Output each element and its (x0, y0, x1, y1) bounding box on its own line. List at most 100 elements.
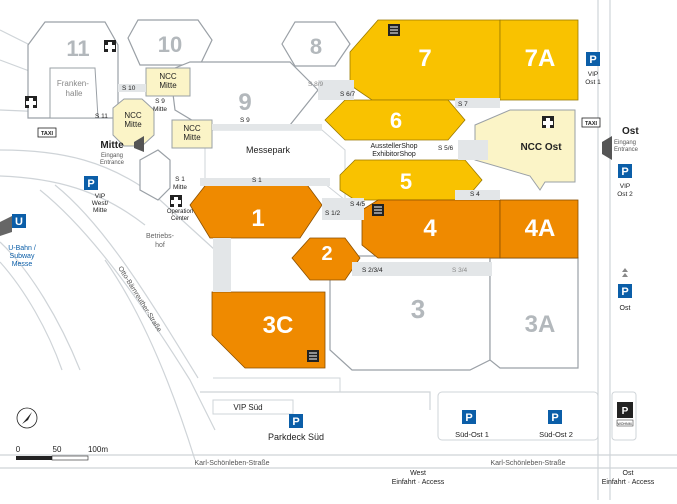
frankenhalle-block (49, 67, 99, 119)
hall-3c (211, 291, 326, 369)
passage-s3-4: S 3/4 (452, 267, 468, 274)
restaurant-icon (388, 24, 400, 36)
hall-3c-label: 3C (263, 312, 294, 339)
scale-bar: 0 50 100m (16, 445, 108, 461)
parking-ost-label: Ost (620, 305, 631, 312)
hall-1-label: 1 (251, 205, 264, 232)
scale-label-50: 50 (53, 445, 62, 454)
parking-icon: P (586, 52, 600, 66)
compass-icon (16, 407, 38, 429)
parkdeck-sued-label: Parkdeck Süd (268, 432, 324, 442)
taxi-icon: TAXI (37, 127, 57, 138)
hall-10-label: 10 (158, 32, 182, 57)
taxi-icon: TAXI (581, 117, 601, 128)
svg-text:U: U (15, 216, 23, 228)
parking-icon: P (548, 410, 562, 424)
hall-2-label: 2 (321, 243, 332, 265)
passage-s4: S 4 (470, 191, 480, 198)
entrance-mitte-arrow (134, 136, 144, 152)
passage-s6-7: S 6/7 (340, 91, 356, 98)
hall-6-label: 6 (390, 108, 402, 133)
entrance-ost-arrow (602, 136, 612, 160)
passage-s2-3-4: S 2/3/4 (362, 267, 383, 274)
ncc-mitte-top (145, 67, 191, 97)
parking-sued-ost2-label: Süd-Ost 2 (539, 430, 573, 439)
svg-text:P: P (621, 286, 628, 298)
passage-s1: S 1 (252, 177, 262, 184)
hall-3a-label: 3A (525, 311, 556, 338)
hall-8 (281, 21, 351, 67)
parking-icon: P (84, 176, 98, 190)
hall-3-label: 3 (411, 294, 425, 324)
otto-street-label: Otto-Bärnreuther-Straße (116, 265, 162, 333)
svg-text:P: P (87, 178, 94, 190)
svg-text:P: P (465, 412, 472, 424)
scale-label-0: 0 (16, 445, 21, 454)
passage-s1-2: S 1/2 (325, 210, 341, 217)
wohnmobil-icon: P WOHNM. (616, 402, 634, 427)
svg-text:P: P (621, 166, 628, 178)
betriebshof-label: Betriebs-hof (146, 233, 175, 249)
first-aid-icon (25, 96, 37, 108)
passage-s5-6: S 5/6 (438, 145, 454, 152)
svg-text:WOHNM.: WOHNM. (618, 422, 633, 426)
parking-icon: P (618, 164, 632, 178)
parking-sued-ost1-label: Süd-Ost 1 (455, 430, 489, 439)
restaurant-icon (372, 204, 384, 216)
hall-10 (127, 19, 213, 66)
hall-9-label: 9 (238, 89, 251, 116)
svg-text:TAXI: TAXI (585, 121, 598, 127)
frankenhalle-line2: halle (66, 89, 83, 98)
hall-2 (291, 237, 361, 281)
ncc-ost-label: NCC Ost (520, 142, 562, 153)
passage-s11: S 11 (95, 113, 108, 120)
parking-icon: P (618, 284, 632, 298)
restaurant-icon (307, 350, 319, 362)
first-aid-icon (170, 195, 182, 207)
parking-icon: P (289, 414, 303, 428)
connector-passages (118, 80, 500, 292)
first-aid-icon (542, 116, 554, 128)
ncc-mitte-center (171, 119, 213, 149)
vip-sued-label: VIP Süd (233, 403, 262, 412)
orange-halls (189, 181, 579, 369)
ncc-ost (474, 109, 576, 191)
hall-11-label: 11 (66, 36, 89, 61)
ncc-areas (112, 67, 576, 191)
passage-s7: S 7 (458, 101, 468, 108)
hall-numbers: 11 10 8 9 3 3A 7 7A 6 5 1 2 4 4A 3C (66, 32, 555, 339)
passage-s9: S 9 (240, 117, 250, 124)
first-aid-icon (104, 40, 116, 52)
hall-4a (499, 199, 579, 259)
passage-s10: S 10 (122, 85, 136, 92)
aussteller-shop-label: AusstellerShop (370, 143, 417, 150)
passage-s4-5: S 4/5 (350, 201, 366, 208)
svg-text:P: P (622, 406, 629, 417)
svg-text:TAXI: TAXI (41, 131, 54, 137)
direction-arrows-icon (622, 268, 628, 277)
messepark-label: Messepark (246, 145, 291, 155)
hall-4-label: 4 (423, 215, 437, 242)
hall-5-label: 5 (400, 169, 412, 194)
hall-7-label: 7 (418, 45, 431, 72)
frankenhalle-label: Franken- halle (57, 79, 91, 98)
svg-text:P: P (551, 412, 558, 424)
exhibitor-shop-label: ExhibitorShop (372, 151, 416, 158)
entrance-ost-title: Ost (622, 126, 639, 137)
subway-icon: U (0, 214, 26, 236)
svg-text:P: P (589, 54, 596, 66)
